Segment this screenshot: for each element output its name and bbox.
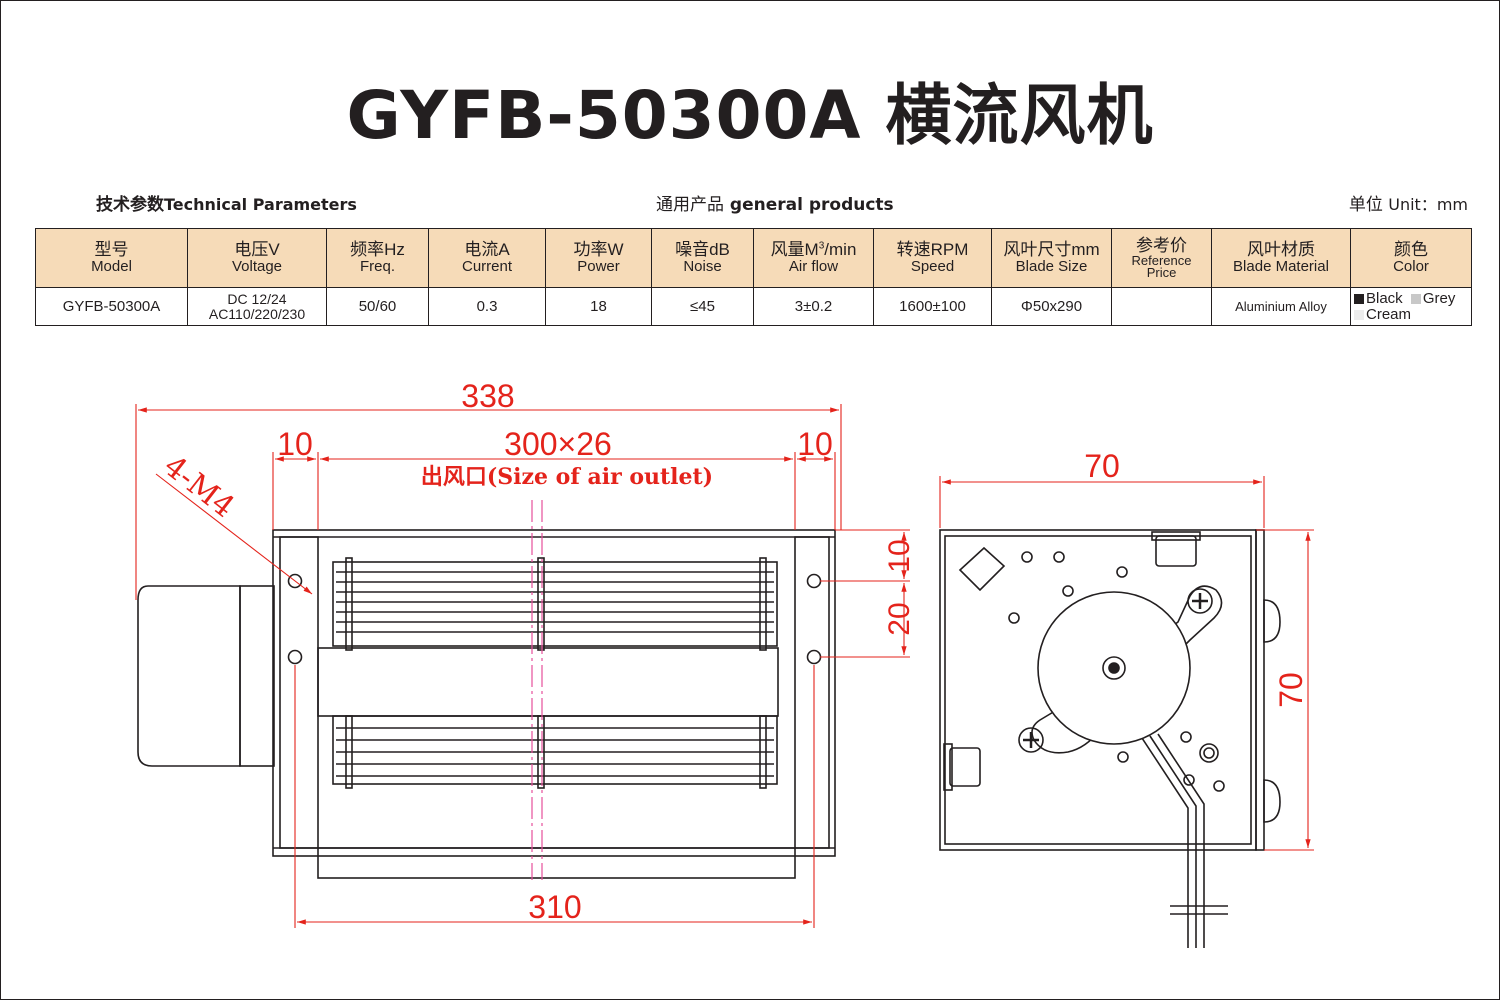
front-view [137, 529, 836, 879]
cell-power: 18 [545, 287, 652, 326]
shaft-outer [1102, 656, 1126, 680]
screw-label: 4-M4 [157, 449, 241, 525]
front-dimension-labels: 338 10 300×26 10 310 4-M4 10 20 [157, 378, 916, 925]
outlet-divider [317, 647, 779, 717]
front-dimensions [135, 404, 910, 928]
motor-body [137, 585, 241, 767]
outlet-label: 出风口(Size of air outlet) [421, 464, 713, 490]
side-boss [1263, 779, 1281, 823]
dim-left: 10 [277, 426, 313, 462]
clip-corner [958, 546, 1006, 592]
side-grommet [1199, 743, 1219, 763]
color-grey: Grey [1410, 290, 1455, 307]
dim-side-20: 20 [883, 602, 916, 635]
impeller-upper [332, 561, 778, 647]
unit-cn: 单位 [1348, 195, 1383, 215]
tech-params-cn: 技术参数 [96, 195, 164, 215]
general-products-cn: 通用产品 [656, 195, 724, 215]
clip-left [949, 747, 981, 787]
dim-outlet: 300×26 [504, 426, 612, 462]
mount-hole [806, 573, 822, 589]
side-flange [1255, 529, 1265, 851]
unit-label: 单位 Unit：mm [1349, 190, 1468, 215]
clip-top [1155, 535, 1197, 567]
cell-colors: Black Grey Cream [1350, 287, 1472, 326]
color-black: Black [1354, 290, 1403, 307]
dim-hole-spacing: 310 [528, 889, 581, 925]
general-products-en: general products [729, 195, 894, 215]
dim-side-height: 70 [1273, 672, 1309, 708]
screw-head [1018, 727, 1044, 753]
housing-outer [272, 529, 836, 857]
unit-en: Unit：mm [1388, 195, 1468, 214]
mount-hole [806, 649, 822, 665]
tech-params-en: Technical Parameters [164, 195, 357, 214]
cell-price [1111, 287, 1212, 326]
side-boss [1263, 599, 1281, 643]
end-plate-right [794, 536, 830, 849]
general-products-heading: 通用产品 general products [656, 190, 894, 215]
cell-freq: 50/60 [326, 287, 429, 326]
cell-noise: ≤45 [651, 287, 754, 326]
front-centerline [531, 500, 543, 880]
page-title: GYFB-50300A 横流风机 [346, 77, 1154, 154]
mount-hole [287, 649, 303, 665]
motor-flange [239, 585, 275, 767]
dim-right: 10 [797, 426, 833, 462]
screw-head [1187, 588, 1213, 614]
shaft-inner [1108, 662, 1120, 674]
wire [1141, 737, 1189, 948]
dim-side-10: 10 [883, 539, 916, 572]
dim-side-width: 70 [1084, 448, 1120, 484]
wire [1157, 733, 1205, 948]
side-view [939, 529, 1281, 948]
cell-model: GYFB-50300A [35, 287, 188, 326]
tech-params-heading: 技术参数Technical Parameters [96, 190, 357, 215]
side-dimensions [939, 476, 1314, 851]
dim-overall: 338 [461, 378, 514, 414]
housing-base [317, 847, 796, 879]
wire [1149, 735, 1197, 948]
cell-airflow: 3±0.2 [753, 287, 874, 326]
cell-material: Aluminium Alloy [1211, 287, 1351, 326]
impeller-lower [332, 715, 778, 785]
cell-current: 0.3 [428, 287, 546, 326]
color-cream: Cream [1354, 306, 1411, 323]
cell-blade-size: Φ50x290 [991, 287, 1112, 326]
cell-speed: 1600±100 [873, 287, 992, 326]
